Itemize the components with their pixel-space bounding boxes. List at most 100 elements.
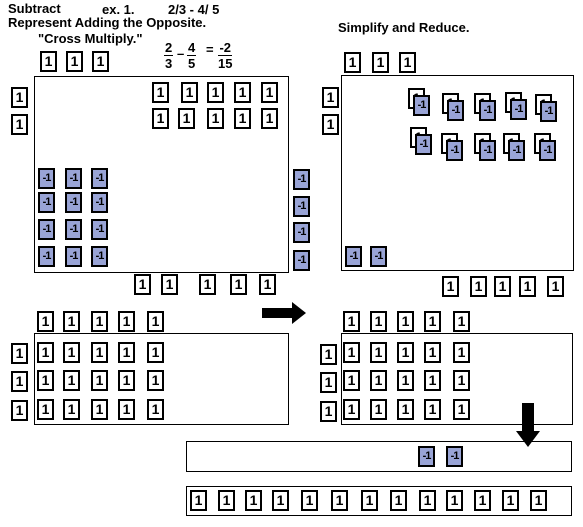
negative-tile: -1 xyxy=(447,100,464,121)
positive-tile: 1 xyxy=(470,276,487,297)
positive-tile: 1 xyxy=(218,490,235,511)
positive-tile: 1 xyxy=(446,490,463,511)
negative-tile: -1 xyxy=(38,219,55,240)
negative-tile: -1 xyxy=(540,101,557,122)
negative-tile: -1 xyxy=(91,168,108,189)
positive-tile: 1 xyxy=(453,370,470,391)
positive-tile: 1 xyxy=(234,108,251,129)
negative-tile: -1 xyxy=(91,192,108,213)
positive-tile: 1 xyxy=(63,311,80,332)
result-negatives-box xyxy=(186,441,572,472)
positive-tile: 1 xyxy=(390,490,407,511)
positive-tile: 1 xyxy=(118,399,135,420)
positive-tile: 1 xyxy=(261,82,278,103)
positive-tile: 1 xyxy=(370,342,387,363)
fraction-b-denominator: 5 xyxy=(188,56,196,71)
positive-tile: 1 xyxy=(91,399,108,420)
negative-tile: -1 xyxy=(510,99,527,120)
positive-tile: 1 xyxy=(118,311,135,332)
positive-tile: 1 xyxy=(230,274,247,295)
represent-label: Represent Adding the Opposite. xyxy=(8,15,207,30)
positive-tile: 1 xyxy=(190,490,207,511)
positive-tile: 1 xyxy=(370,399,387,420)
negative-tile: -1 xyxy=(293,250,310,271)
positive-tile: 1 xyxy=(11,114,28,135)
positive-tile: 1 xyxy=(11,87,28,108)
positive-tile: 1 xyxy=(424,311,441,332)
negative-tile: -1 xyxy=(38,246,55,267)
positive-tile: 1 xyxy=(134,274,151,295)
positive-tile: 1 xyxy=(361,490,378,511)
positive-tile: 1 xyxy=(397,342,414,363)
positive-tile: 1 xyxy=(320,401,337,422)
positive-tile: 1 xyxy=(519,276,536,297)
positive-tile: 1 xyxy=(370,370,387,391)
positive-tile: 1 xyxy=(494,276,511,297)
negative-tile: -1 xyxy=(65,168,82,189)
negative-tile: -1 xyxy=(479,140,496,161)
positive-tile: 1 xyxy=(547,276,564,297)
positive-tile: 1 xyxy=(66,51,83,72)
negative-tile: -1 xyxy=(415,134,432,155)
positive-tile: 1 xyxy=(399,52,416,73)
fraction-a: 2 3 xyxy=(164,40,174,71)
positive-tile: 1 xyxy=(331,490,348,511)
positive-tile: 1 xyxy=(91,311,108,332)
fraction-b: 4 5 xyxy=(187,40,197,71)
negative-tile: -1 xyxy=(370,246,387,267)
fraction-result-denominator: 15 xyxy=(218,56,233,71)
positive-tile: 1 xyxy=(92,51,109,72)
positive-tile: 1 xyxy=(502,490,519,511)
positive-tile: 1 xyxy=(63,399,80,420)
positive-tile: 1 xyxy=(301,490,318,511)
positive-tile: 1 xyxy=(397,399,414,420)
positive-tile: 1 xyxy=(424,370,441,391)
positive-tile: 1 xyxy=(320,372,337,393)
positive-tile: 1 xyxy=(152,108,169,129)
positive-tile: 1 xyxy=(344,52,361,73)
positive-tile: 1 xyxy=(178,108,195,129)
positive-tile: 1 xyxy=(322,87,339,108)
negative-tile: -1 xyxy=(293,222,310,243)
negative-tile: -1 xyxy=(508,140,525,161)
positive-tile: 1 xyxy=(147,399,164,420)
positive-tile: 1 xyxy=(442,276,459,297)
problem-label: 2/3 - 4/ 5 xyxy=(168,2,220,17)
minus-operator: – xyxy=(177,46,185,61)
fraction-result: -2 15 xyxy=(218,40,233,71)
negative-tile: -1 xyxy=(446,140,463,161)
positive-tile: 1 xyxy=(397,370,414,391)
positive-tile: 1 xyxy=(474,490,491,511)
positive-tile: 1 xyxy=(343,311,360,332)
negative-tile: -1 xyxy=(413,95,430,116)
right-arrow-icon xyxy=(262,302,306,324)
positive-tile: 1 xyxy=(261,108,278,129)
positive-tile: 1 xyxy=(453,342,470,363)
positive-tile: 1 xyxy=(272,490,289,511)
positive-tile: 1 xyxy=(207,82,224,103)
positive-tile: 1 xyxy=(453,311,470,332)
positive-tile: 1 xyxy=(37,399,54,420)
negative-tile: -1 xyxy=(38,192,55,213)
negative-tile: -1 xyxy=(65,246,82,267)
positive-tile: 1 xyxy=(91,370,108,391)
positive-tile: 1 xyxy=(370,311,387,332)
negative-tile: -1 xyxy=(91,219,108,240)
positive-tile: 1 xyxy=(11,371,28,392)
negative-tile: -1 xyxy=(345,246,362,267)
positive-tile: 1 xyxy=(37,342,54,363)
simplify-label: Simplify and Reduce. xyxy=(338,20,470,35)
negative-tile: -1 xyxy=(38,168,55,189)
positive-tile: 1 xyxy=(152,82,169,103)
fraction-b-numerator: 4 xyxy=(187,40,197,56)
positive-tile: 1 xyxy=(424,342,441,363)
positive-tile: 1 xyxy=(343,370,360,391)
positive-tile: 1 xyxy=(181,82,198,103)
positive-tile: 1 xyxy=(147,370,164,391)
down-arrow-icon xyxy=(516,403,540,447)
positive-tile: 1 xyxy=(11,343,28,364)
positive-tile: 1 xyxy=(320,344,337,365)
negative-tile: -1 xyxy=(446,446,463,467)
positive-tile: 1 xyxy=(424,399,441,420)
cross-multiply-label: "Cross Multiply." xyxy=(38,31,143,46)
